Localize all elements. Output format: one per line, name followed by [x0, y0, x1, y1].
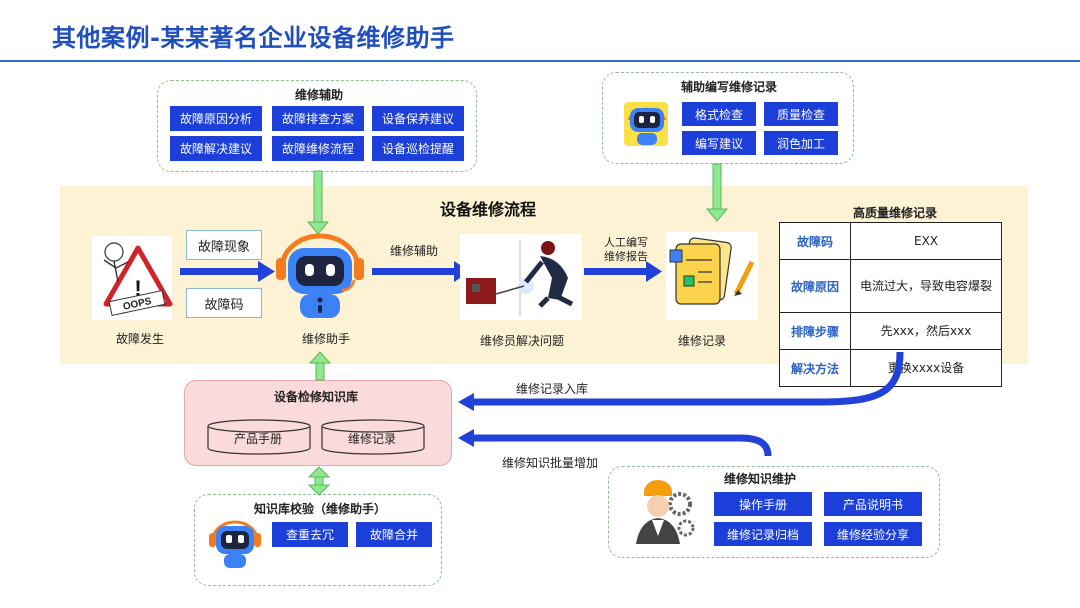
- table-row: 故障码 EXX: [779, 222, 1002, 260]
- arrow-report-label-2: 维修报告: [604, 250, 648, 263]
- knowledge-base-title: 设备检修知识库: [274, 390, 359, 404]
- db-product-manual: 产品手册: [234, 432, 283, 446]
- btn-troubleshoot-plan[interactable]: 故障排查方案: [272, 106, 364, 131]
- table-row: 排障步骤 先xxx，然后xxx: [779, 312, 1002, 350]
- btn-polish[interactable]: 润色加工: [764, 131, 838, 155]
- repair-assist-title: 维修辅助: [295, 88, 344, 102]
- db-repair-record: 维修记录: [348, 432, 397, 446]
- flow-arrows: [180, 261, 662, 282]
- record-writing-title: 辅助编写维修记录: [681, 80, 778, 94]
- btn-product-manual[interactable]: 产品说明书: [824, 492, 922, 516]
- btn-writing-advice[interactable]: 编写建议: [682, 131, 756, 155]
- record-key: 故障码: [779, 222, 851, 260]
- arrow-assist-label: 维修辅助: [390, 244, 439, 258]
- green-arrows: [306, 163, 729, 496]
- btn-record-archive[interactable]: 维修记录归档: [714, 522, 812, 546]
- bulk-add-label: 维修知识批量增加: [502, 456, 599, 470]
- database-icon: [207, 419, 425, 455]
- page-title: 其他案例-某某著名企业设备维修助手: [52, 24, 455, 52]
- kb-check-title: 知识库校验（维修助手）: [254, 502, 387, 516]
- arrow-report-label-1: 人工编写: [604, 236, 648, 249]
- btn-quality-check[interactable]: 质量检查: [764, 102, 838, 126]
- engineer-icon: [636, 480, 695, 544]
- repairer-label: 维修员解决问题: [480, 334, 565, 348]
- btn-fault-merge[interactable]: 故障合并: [356, 522, 432, 547]
- record-value: EXX: [850, 222, 1002, 260]
- fault-occurs-label: 故障发生: [116, 332, 165, 346]
- oops-warning-icon: !: [92, 236, 173, 320]
- hq-record-table: 故障码 EXX 故障原因 电流过大，导致电容爆裂 排障步骤 先xxx，然后xxx…: [779, 222, 1002, 387]
- flow-title: 设备维修流程: [440, 200, 537, 219]
- hq-record-title: 高质量维修记录: [853, 206, 938, 220]
- document-record-icon: [666, 232, 758, 320]
- fault-phenomenon-tag: 故障现象: [186, 230, 262, 260]
- robot-icon-kb-check: [209, 520, 261, 568]
- record-value: 更换xxxx设备: [850, 349, 1002, 387]
- maintenance-title: 维修知识维护: [724, 472, 797, 486]
- assistant-label: 维修助手: [302, 332, 351, 346]
- btn-dedupe[interactable]: 查重去冗: [272, 522, 348, 547]
- record-in-label: 维修记录入库: [516, 382, 589, 396]
- title-divider: [0, 60, 1080, 62]
- table-row: 故障原因 电流过大，导致电容爆裂: [779, 259, 1002, 313]
- btn-inspection-reminder[interactable]: 设备巡检提醒: [372, 136, 464, 161]
- table-row: 解决方法 更换xxxx设备: [779, 349, 1002, 387]
- btn-experience-share[interactable]: 维修经验分享: [824, 522, 922, 546]
- record-key: 故障原因: [779, 259, 851, 313]
- robot-icon-record-writing: [624, 102, 668, 146]
- svg-text:!: !: [134, 276, 141, 301]
- record-label: 维修记录: [678, 334, 727, 348]
- welder-icon: [460, 234, 582, 320]
- record-value: 电流过大，导致电容爆裂: [850, 259, 1002, 313]
- btn-repair-process[interactable]: 故障维修流程: [272, 136, 364, 161]
- robot-assistant-icon: [276, 233, 364, 318]
- btn-format-check[interactable]: 格式检查: [682, 102, 756, 126]
- btn-maintenance-advice[interactable]: 设备保养建议: [372, 106, 464, 131]
- record-value: 先xxx，然后xxx: [850, 312, 1002, 350]
- btn-fault-solution[interactable]: 故障解决建议: [170, 136, 262, 161]
- return-arrows: [458, 351, 904, 457]
- btn-fault-cause-analysis[interactable]: 故障原因分析: [170, 106, 262, 131]
- fault-code-tag: 故障码: [186, 288, 262, 318]
- btn-operation-manual[interactable]: 操作手册: [714, 492, 812, 516]
